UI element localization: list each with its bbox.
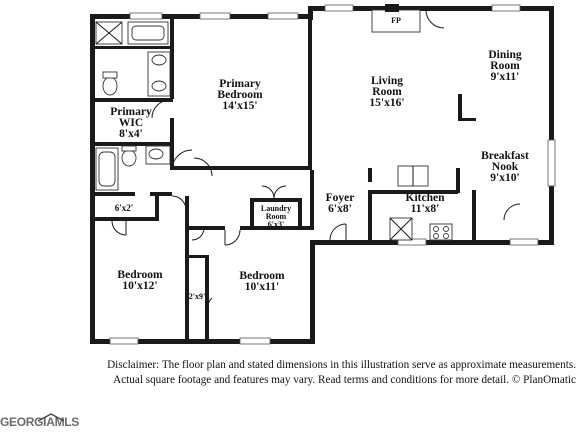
fireplace-label: FP: [391, 16, 401, 25]
living-room-dims: 15'x16': [369, 97, 404, 109]
laundry-room-dims: 6'x3': [268, 220, 284, 229]
bedroom-right-dims: 10'x11': [245, 281, 280, 293]
disclaimer: Disclaimer: The floor plan and stated di…: [60, 358, 576, 388]
primary-bedroom-label-2: Bedroom: [217, 89, 263, 101]
primary-wic-label: Primary: [110, 106, 152, 118]
bedroom-right-label: Bedroom: [239, 270, 285, 282]
breakfast-nook-label: Breakfast: [481, 150, 529, 162]
windows: [109, 4, 556, 345]
dining-room-label: Dining: [488, 49, 521, 61]
georgia-mls-logo: GEORGIAMLS: [0, 412, 79, 432]
closet-6x2-dims: 6'x2': [115, 203, 134, 213]
laundry-room-label: Laundry: [261, 204, 291, 213]
bedroom-left-label: Bedroom: [117, 269, 163, 281]
foyer-dims: 6'x8': [328, 203, 352, 215]
bedroom-left-dims: 10'x12': [122, 280, 157, 292]
doors: [111, 9, 521, 313]
primary-wic-label-2: WIC: [119, 117, 143, 129]
roof-icon: [37, 413, 65, 422]
kitchen-label: Kitchen: [406, 192, 446, 204]
disclaimer-line-1: Disclaimer: The floor plan and stated di…: [107, 359, 576, 371]
room-labels: Primary Bedroom 14'x15' Primary WIC 8'x4…: [110, 16, 529, 301]
dining-room-label-2: Room: [490, 60, 520, 72]
disclaimer-line-2: Actual square footage and features may v…: [113, 374, 576, 386]
dining-room-dims: 9'x11': [491, 71, 520, 83]
closet-2x9-dims: 2'x9': [189, 292, 205, 301]
primary-bedroom-dims: 14'x15': [222, 100, 257, 112]
breakfast-nook-dims: 9'x10': [490, 172, 519, 184]
primary-bedroom-label: Primary: [219, 78, 261, 90]
primary-wic-dims: 8'x4': [119, 128, 143, 140]
kitchen-dims: 11'x8': [411, 203, 440, 215]
living-room-label: Living: [371, 75, 403, 87]
fireplace: [371, 4, 421, 33]
walls: [90, 6, 554, 344]
living-room-label-2: Room: [372, 86, 402, 98]
foyer-label: Foyer: [326, 192, 355, 204]
kitchen-fixtures: [389, 165, 453, 241]
breakfast-nook-label-2: Nook: [492, 161, 519, 173]
bath-fixtures: [95, 21, 171, 191]
laundry-room-label-2: Room: [266, 212, 287, 221]
